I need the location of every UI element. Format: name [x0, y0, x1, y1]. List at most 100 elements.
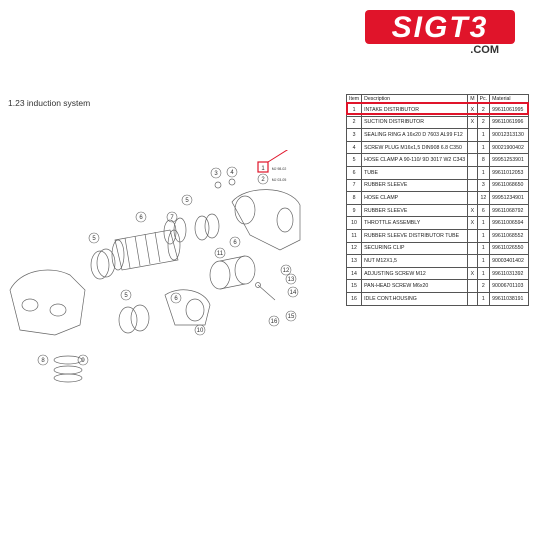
cell-description: HOSE CLAMP A 90-110/ 9D 3017 W2 C343 — [361, 153, 469, 167]
svg-text:5: 5 — [124, 293, 128, 299]
cell-material: 99611006594 — [489, 216, 529, 230]
cell-num: 10 — [345, 216, 363, 230]
cell-num: 12 — [345, 241, 363, 256]
sigt3-logo-icon: SIGT3 — [365, 10, 515, 44]
callout-8: 8 — [37, 354, 49, 366]
highlight-leader-line — [267, 150, 289, 163]
cell-pc: 3 — [476, 178, 491, 193]
callout-11: 11 — [214, 247, 226, 259]
cell-num: 2 — [345, 115, 363, 130]
svg-text:6: 6 — [139, 215, 143, 221]
cell-m: X — [467, 266, 478, 281]
brand-logo[interactable]: SIGT3 .COM — [365, 10, 515, 60]
cell-material: 99951234901 — [489, 191, 529, 205]
callout-16: 16 — [268, 315, 280, 327]
cell-description: SECURING CLIP — [361, 241, 469, 256]
cell-num: 7 — [345, 178, 363, 193]
callout-14: 14 — [287, 286, 299, 298]
cell-description: IDLE CONT.HOUSING — [361, 291, 469, 306]
cell-pc: 12 — [476, 191, 491, 205]
cell-num: 13 — [345, 254, 363, 268]
svg-text:3: 3 — [214, 171, 218, 177]
cell-num: 6 — [345, 165, 363, 180]
cell-description: SEALING RING A 16x20 D 7603 AL99 F12 — [361, 128, 469, 142]
cell-m — [467, 254, 478, 268]
cell-num: 15 — [345, 279, 363, 293]
callout-1: 1 — [257, 161, 269, 173]
cell-num: 4 — [345, 140, 363, 155]
cell-material: 99611068650 — [489, 178, 529, 193]
cell-pc: 2 — [476, 279, 491, 293]
svg-text:2: 2 — [261, 177, 265, 183]
cell-m: X — [467, 216, 478, 230]
svg-text:15: 15 — [288, 314, 295, 320]
cell-pc: 8 — [476, 153, 491, 167]
callout-13: 13 — [285, 273, 297, 285]
cell-description: NUT M12X1,5 — [361, 254, 469, 268]
cell-pc: 1 — [476, 128, 491, 142]
cell-material: 90012313130 — [489, 128, 529, 142]
cell-material: 99611068552 — [489, 228, 529, 243]
callout-6b: 6 — [170, 292, 182, 304]
cell-m — [467, 178, 478, 193]
cell-description: SCREW PLUG M16x1,5 DIN908 6.8 C350 — [361, 140, 469, 155]
cell-pc: 1 — [476, 165, 491, 180]
cell-m — [467, 279, 478, 293]
cell-pc: 1 — [476, 254, 491, 268]
svg-text:6: 6 — [233, 240, 237, 246]
cell-material: 99611031392 — [489, 266, 529, 281]
cell-num: 9 — [345, 203, 363, 218]
callout-4: 4 — [226, 166, 238, 178]
cell-m — [467, 228, 478, 243]
cell-num: 11 — [345, 228, 363, 243]
section-title: 1.23 induction system — [8, 98, 91, 108]
svg-text:8: 8 — [41, 358, 45, 364]
cell-m — [467, 140, 478, 155]
svg-text:4: 4 — [230, 170, 234, 176]
callout-5b: 5 — [88, 232, 100, 244]
cell-m — [467, 241, 478, 256]
callout-6c: 6 — [229, 236, 241, 248]
cell-pc: 1 — [476, 266, 491, 281]
cell-m: X — [467, 115, 478, 130]
cell-material: 99611026550 — [489, 241, 529, 256]
svg-text:14: 14 — [290, 290, 297, 296]
cell-m: X — [467, 203, 478, 218]
cell-material: 99611068792 — [489, 203, 529, 218]
cell-material: 90021900402 — [489, 140, 529, 155]
callout-note-1: MJ 98-02 — [272, 167, 287, 171]
cell-description: RUBBER SLEEVE — [361, 203, 469, 218]
cell-num: 8 — [345, 191, 363, 205]
cell-description: PAN-HEAD SCREW M6x20 — [361, 279, 469, 293]
svg-text:5: 5 — [92, 236, 96, 242]
svg-text:9: 9 — [81, 358, 85, 364]
callout-2: 2 — [257, 173, 269, 185]
logo-domain: .COM — [470, 44, 499, 56]
cell-description: SUCTION DISTRIBUTOR — [361, 115, 469, 130]
callout-3: 3 — [210, 167, 222, 179]
svg-text:16: 16 — [271, 319, 278, 325]
svg-text:SIGT3: SIGT3 — [392, 11, 489, 44]
cell-num: 14 — [345, 266, 363, 281]
cell-pc: 1 — [476, 216, 491, 230]
svg-text:10: 10 — [197, 328, 204, 334]
cell-num: 5 — [345, 153, 363, 167]
callout-9: 9 — [77, 354, 89, 366]
callout-7: 7 — [166, 211, 178, 223]
exploded-parts-diagram: 1 2 MJ 98-02 MJ 03-05 3 4 5 5 6 7 8 9 10… — [9, 150, 301, 383]
